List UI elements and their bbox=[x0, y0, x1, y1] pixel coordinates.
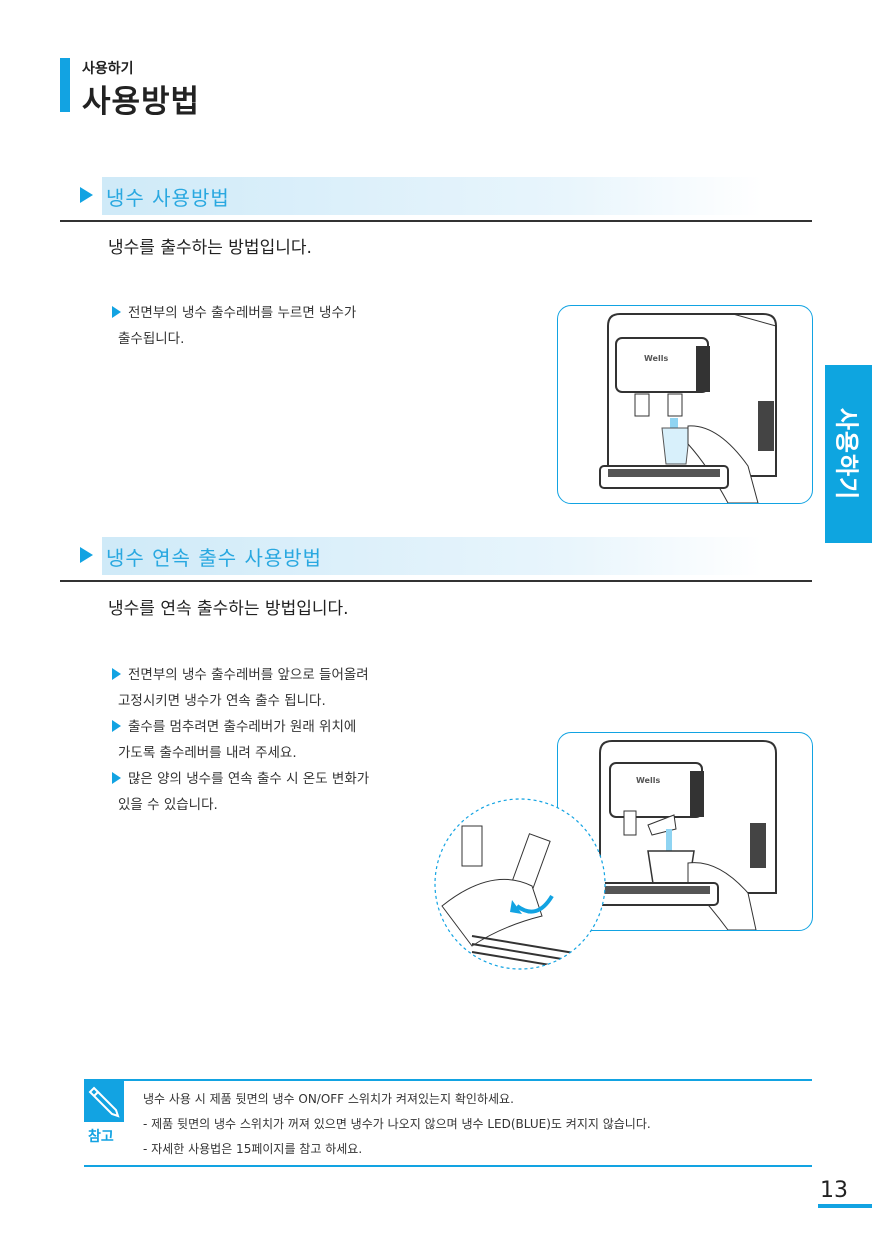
water-purifier-illustration: Wells bbox=[599, 313, 777, 503]
section-header-2: 냉수 연속 출수 사용방법 bbox=[102, 537, 762, 575]
triangle-bullet-icon bbox=[112, 720, 121, 732]
page-number: 13 bbox=[820, 1178, 848, 1203]
note-line: 냉수 사용 시 제품 뒷면의 냉수 ON/OFF 스위치가 켜져있는지 확인하세… bbox=[143, 1092, 514, 1106]
section-bullet-icon bbox=[80, 187, 93, 203]
triangle-bullet-icon bbox=[112, 306, 121, 318]
section-title: 냉수 연속 출수 사용방법 bbox=[106, 546, 323, 570]
bullet-list: 전면부의 냉수 출수레버를 앞으로 들어올려 고정시키면 냉수가 연속 출수 됩… bbox=[112, 662, 369, 818]
side-tab-label: 사용하기 bbox=[832, 407, 860, 501]
page-title: 사용방법 bbox=[82, 84, 201, 120]
section-bullet-icon bbox=[80, 547, 93, 563]
header-accent-bar bbox=[60, 58, 70, 112]
pencil-icon bbox=[84, 1080, 124, 1122]
note-label: 참고 bbox=[88, 1129, 114, 1145]
section-subtitle: 냉수를 연속 출수하는 방법입니다. bbox=[108, 599, 349, 619]
note-line: - 자세한 사용법은 15페이지를 참고 하세요. bbox=[143, 1142, 363, 1156]
note-line: - 제품 뒷면의 냉수 스위치가 꺼져 있으면 냉수가 나오지 않으며 냉수 L… bbox=[143, 1117, 651, 1131]
product-logo: Wells bbox=[644, 354, 668, 363]
side-chapter-tab: 사용하기 bbox=[825, 365, 872, 543]
section-title: 냉수 사용방법 bbox=[106, 186, 230, 210]
divider bbox=[60, 580, 812, 582]
note-top-rule bbox=[84, 1079, 812, 1081]
page-number-underline bbox=[818, 1204, 872, 1208]
lever-detail-zoom-illustration bbox=[434, 798, 606, 970]
svg-text:Wells: Wells bbox=[636, 776, 660, 785]
header-category: 사용하기 bbox=[82, 61, 134, 77]
dispense-illustration: Wells bbox=[557, 305, 813, 504]
divider bbox=[60, 220, 812, 222]
triangle-bullet-icon bbox=[112, 668, 121, 680]
note-bottom-rule bbox=[84, 1165, 812, 1167]
section-subtitle: 냉수를 출수하는 방법입니다. bbox=[108, 238, 312, 258]
triangle-bullet-icon bbox=[112, 772, 121, 784]
bullet-item: 전면부의 냉수 출수레버를 누르면 냉수가 출수됩니다. bbox=[112, 300, 356, 352]
water-purifier-illustration: Wells bbox=[595, 740, 777, 930]
section-header-1: 냉수 사용방법 bbox=[102, 177, 762, 215]
